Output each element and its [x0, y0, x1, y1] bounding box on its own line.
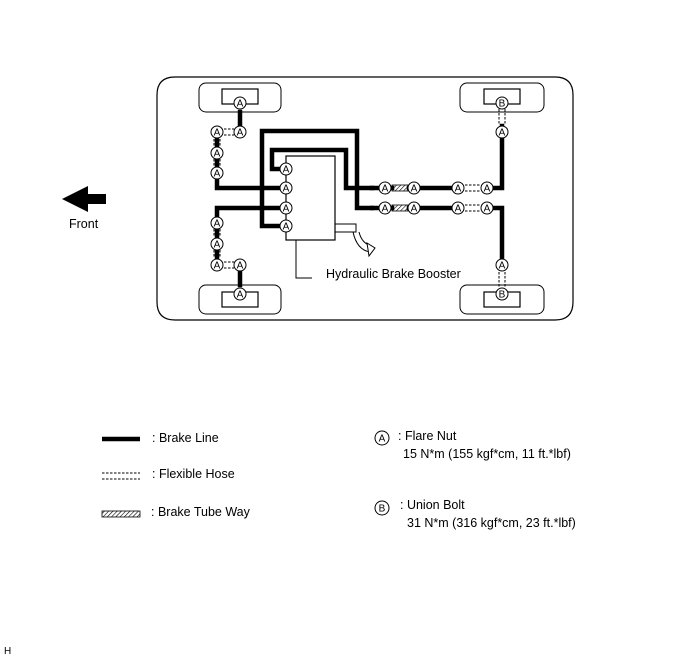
- svg-text:A: A: [382, 204, 389, 215]
- flare-nut-marker: A: [279, 201, 293, 215]
- flare-nut-markers: A A A A A A A A A A A A A A A A A A A A …: [210, 96, 509, 301]
- flare-nut-marker: A: [210, 146, 224, 160]
- flare-nut-marker: A: [210, 237, 224, 251]
- legend-flexible-hose-label: : Flexible Hose: [152, 467, 235, 481]
- svg-text:A: A: [214, 149, 221, 160]
- svg-text:A: A: [237, 99, 244, 110]
- booster-leader-line: [295, 240, 312, 279]
- flare-nut-marker: A: [451, 201, 465, 215]
- booster-label: Hydraulic Brake Booster: [326, 267, 461, 281]
- svg-text:A: A: [499, 261, 506, 272]
- figure-code: H: [4, 646, 11, 657]
- svg-text:A: A: [214, 219, 221, 230]
- flare-nut-marker: A: [480, 181, 494, 195]
- legend-brake-tube-way-label: : Brake Tube Way: [151, 505, 251, 519]
- legend-item-brake-line: : Brake Line: [102, 431, 219, 445]
- union-bolt-markers: B B: [495, 96, 509, 301]
- flare-nut-marker: A: [495, 258, 509, 272]
- union-bolt-symbol: B: [379, 504, 386, 515]
- svg-text:A: A: [283, 204, 290, 215]
- svg-text:B: B: [499, 99, 506, 110]
- flare-nut-label: : Flare Nut: [398, 429, 457, 443]
- flare-nut-torque-value: 15 N*m (155 kgf*cm, 11 ft.*lbf): [403, 447, 571, 461]
- svg-text:A: A: [214, 240, 221, 251]
- legend-item-flexible-hose: : Flexible Hose: [102, 467, 235, 481]
- flare-nut-marker: A: [495, 125, 509, 139]
- flare-nut-marker: A: [279, 181, 293, 195]
- union-bolt-marker: B: [495, 96, 509, 110]
- flare-nut-marker: A: [279, 162, 293, 176]
- legend-item-brake-tube-way: : Brake Tube Way: [101, 505, 251, 519]
- svg-text:A: A: [283, 222, 290, 233]
- svg-text:A: A: [214, 261, 221, 272]
- union-bolt-marker: B: [495, 287, 509, 301]
- svg-text:A: A: [237, 128, 244, 139]
- svg-text:A: A: [214, 128, 221, 139]
- svg-text:A: A: [455, 184, 462, 195]
- flare-nut-marker: A: [233, 258, 247, 272]
- svg-text:A: A: [283, 184, 290, 195]
- svg-text:A: A: [411, 184, 418, 195]
- flare-nut-marker: A: [407, 201, 421, 215]
- torque-spec-flare-nut: A : Flare Nut 15 N*m (155 kgf*cm, 11 ft.…: [374, 429, 571, 461]
- brake-tube-ways: [391, 184, 409, 212]
- flare-nut-marker: A: [279, 219, 293, 233]
- flare-nut-marker: A: [210, 216, 224, 230]
- flare-nut-marker: A: [378, 181, 392, 195]
- svg-text:A: A: [455, 204, 462, 215]
- flare-nut-marker: A: [233, 125, 247, 139]
- legend-brake-line-label: : Brake Line: [152, 431, 219, 445]
- flare-nut-marker: A: [480, 201, 494, 215]
- brake-lines: [214, 109, 505, 288]
- hydraulic-brake-booster: [285, 155, 376, 258]
- legend: : Brake Line : Flexible Hose : Brake Tub…: [101, 431, 251, 519]
- vehicle-body-outline: [156, 76, 574, 321]
- svg-text:A: A: [237, 290, 244, 301]
- flare-nut-marker: A: [407, 181, 421, 195]
- union-bolt-label: : Union Bolt: [400, 498, 465, 512]
- svg-text:A: A: [484, 184, 491, 195]
- flexible-hoses: [213, 109, 506, 287]
- flare-nut-marker: A: [210, 125, 224, 139]
- svg-text:A: A: [237, 261, 244, 272]
- flare-nut-marker: A: [210, 258, 224, 272]
- flare-nut-marker: A: [451, 181, 465, 195]
- front-arrow-icon: [62, 186, 106, 212]
- torque-spec-union-bolt: B : Union Bolt 31 N*m (316 kgf*cm, 23 ft…: [374, 498, 576, 530]
- front-label: Front: [69, 217, 99, 231]
- svg-text:A: A: [484, 204, 491, 215]
- union-bolt-torque-value: 31 N*m (316 kgf*cm, 23 ft.*lbf): [407, 516, 576, 530]
- flare-nut-marker: A: [378, 201, 392, 215]
- svg-text:A: A: [382, 184, 389, 195]
- svg-text:A: A: [499, 128, 506, 139]
- svg-text:A: A: [283, 165, 290, 176]
- flare-nut-marker: A: [233, 287, 247, 301]
- flare-nut-marker: A: [210, 166, 224, 180]
- svg-text:A: A: [214, 169, 221, 180]
- flare-nut-marker: A: [233, 96, 247, 110]
- flare-nut-symbol: A: [379, 434, 386, 445]
- svg-text:B: B: [499, 290, 506, 301]
- svg-text:A: A: [411, 204, 418, 215]
